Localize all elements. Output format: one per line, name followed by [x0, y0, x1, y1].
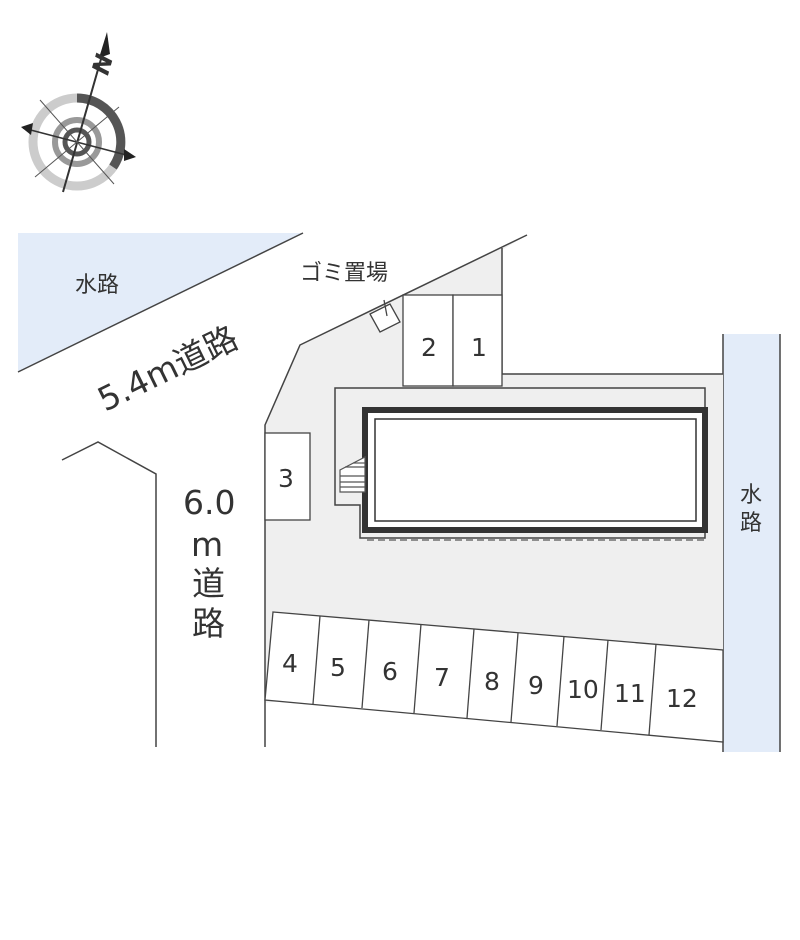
stairs-icon — [339, 456, 366, 493]
lot-number: 8 — [484, 667, 500, 696]
lot-number: 2 — [421, 333, 437, 362]
parking-dividers — [312, 615, 657, 736]
road-diagonal-label: 5.4m道路 — [91, 318, 243, 419]
road-edge — [61, 441, 157, 747]
lot-number: 11 — [614, 679, 646, 708]
north-label: N — [87, 51, 119, 78]
water-channel-left-label: 水路 — [75, 273, 119, 298]
lot-number: 7 — [434, 663, 450, 692]
water-channel-right — [723, 334, 780, 752]
lot-number: 12 — [666, 684, 698, 713]
lot-number: 6 — [382, 657, 398, 686]
road-vertical-label-1: 6.0 — [183, 483, 235, 522]
garbage-label: ゴミ置場 — [300, 261, 388, 286]
water-channel-right-label-2: 路 — [740, 511, 762, 536]
lot-number: 3 — [278, 464, 294, 493]
road-vertical-label-4: 路 — [192, 604, 225, 643]
lot-number: 1 — [471, 333, 487, 362]
garbage-area-icon — [369, 299, 401, 333]
lot-number: 10 — [567, 675, 599, 704]
water-channel-right-label-1: 水 — [740, 483, 762, 508]
parking-space-1 — [452, 294, 503, 387]
road-vertical-label-2: m — [191, 525, 223, 564]
lot-number: 5 — [330, 653, 346, 682]
lot-number: 4 — [282, 649, 298, 678]
lot-number: 9 — [528, 671, 544, 700]
parking-space-3 — [264, 432, 311, 521]
parking-row — [264, 611, 724, 743]
compass-icon — [21, 32, 136, 193]
road-vertical-label-3: 道 — [192, 564, 225, 603]
